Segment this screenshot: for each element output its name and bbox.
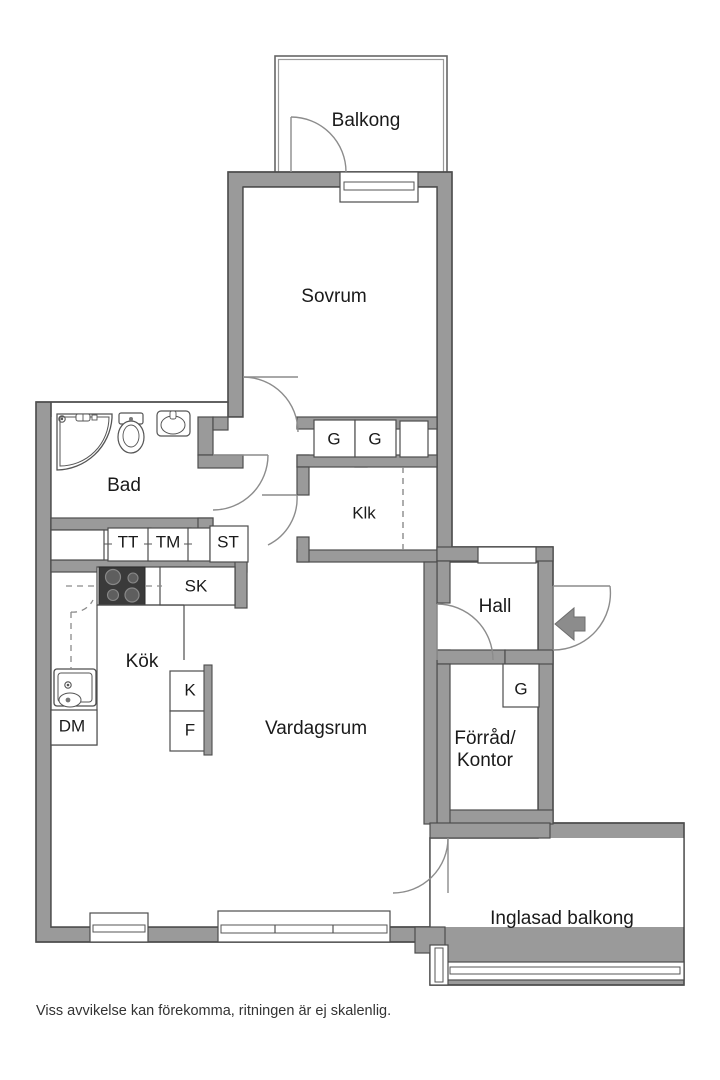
door-balkong — [290, 116, 347, 173]
shower-icon — [56, 413, 113, 471]
door-swings — [212, 116, 612, 894]
room-label-sovrum: Sovrum — [301, 286, 366, 307]
fixture-label-tm: TM — [156, 532, 181, 551]
door-sovrum — [242, 376, 299, 433]
fixture-label-g2: G — [368, 429, 381, 448]
door-bad — [212, 454, 269, 511]
room-label-inglasad-balkong: Inglasad balkong — [490, 908, 634, 929]
fixture-label-k: K — [184, 680, 196, 699]
room-label-bad: Bad — [107, 475, 141, 496]
window-inglasad-bottom — [445, 961, 685, 981]
room-label-hall: Hall — [479, 596, 512, 617]
kitchen-counter-top — [66, 566, 236, 660]
room-label-kok: Kök — [126, 651, 159, 672]
washbasin-icon — [156, 410, 191, 437]
room-label-forrad: Förråd/ — [454, 728, 516, 749]
wardrobes — [313, 419, 540, 708]
window-hall — [477, 546, 537, 564]
door-entry — [552, 585, 612, 651]
door-klk — [262, 494, 298, 546]
room-label-klk: Klk — [352, 503, 376, 522]
door-hall-inner — [436, 603, 494, 661]
fixture-label-tt: TT — [118, 532, 139, 551]
window-sovrum-balcony — [339, 171, 419, 203]
fixture-label-st: ST — [217, 532, 239, 551]
kitchen-sink-run — [50, 599, 98, 746]
fixture-label-g1: G — [327, 429, 340, 448]
window-vardagsrum-small — [89, 912, 149, 943]
plan-caption: Viss avvikelse kan förekomma, ritningen … — [36, 1003, 391, 1019]
fixture-labels: TT TM ST SK DM K F G G G — [59, 429, 528, 739]
toilet-icon — [117, 412, 145, 454]
fixture-label-f: F — [185, 720, 195, 739]
windows — [89, 171, 685, 986]
window-vardagsrum-wide — [217, 910, 391, 943]
utility-strip — [50, 525, 249, 563]
fixture-label-dm: DM — [59, 716, 85, 735]
room-label-kontor: Kontor — [457, 750, 514, 771]
kitchen-sink-icon — [53, 668, 97, 708]
entry-direction-arrow — [554, 606, 586, 642]
room-label-balkong: Balkong — [332, 110, 401, 131]
fridge-freezer — [169, 664, 213, 756]
window-inglasad-left — [429, 944, 449, 986]
room-label-vardagsrum: Vardagsrum — [265, 718, 367, 739]
door-inglasad — [392, 837, 449, 894]
fixture-label-sk: SK — [185, 576, 208, 595]
stove-icon — [98, 566, 146, 606]
room-labels: Balkong Sovrum Bad Klk Kök Vardagsrum Ha… — [107, 110, 634, 929]
bathroom-fixtures — [56, 410, 191, 471]
fixture-label-g3: G — [514, 679, 527, 698]
internal-walls — [50, 416, 554, 954]
